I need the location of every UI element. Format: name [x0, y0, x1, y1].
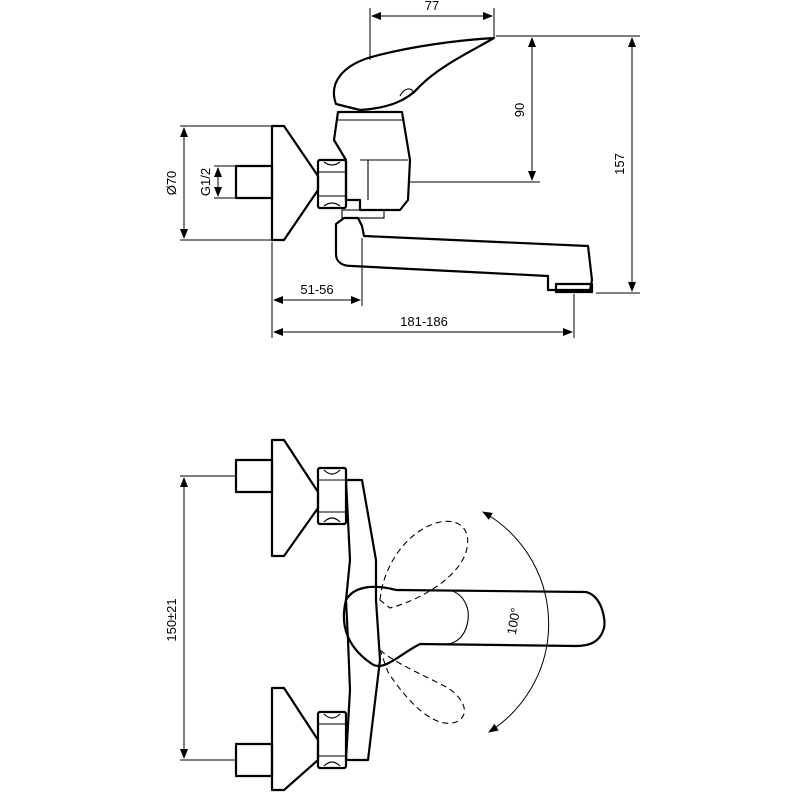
- top-lower-hex-nut: [316, 710, 348, 770]
- dim-label-100deg: 100°: [504, 607, 523, 636]
- dim-label-150-21: 150±21: [164, 598, 179, 641]
- side-mixer-body: [332, 110, 412, 219]
- side-aerator: [554, 282, 594, 294]
- top-lever-angle-arc: [482, 511, 550, 733]
- dim-label-77: 77: [425, 0, 439, 13]
- top-view: 100° 150±21: [164, 438, 606, 792]
- side-lever-handle: [332, 36, 496, 112]
- top-lower-wall-flange: [270, 686, 320, 792]
- top-mixer-body: [344, 478, 382, 762]
- top-lever-ghost-up: [379, 520, 469, 609]
- side-spout: [334, 216, 594, 292]
- top-lever-handle: [342, 585, 606, 667]
- dim-label-157: 157: [612, 153, 627, 175]
- side-wall-flange: [270, 124, 320, 242]
- side-view: 77 90 157 Ø70 G1/2 51-56 181-186: [164, 0, 640, 338]
- dim-label-o70: Ø70: [164, 171, 179, 196]
- side-inlet-connector: [234, 164, 274, 200]
- top-lower-inlet-connector: [234, 742, 274, 778]
- side-hex-nut: [316, 158, 348, 210]
- dim-label-181-186: 181-186: [400, 314, 448, 329]
- top-lever-ghost-down: [379, 649, 465, 724]
- top-upper-hex-nut: [316, 466, 348, 526]
- dim-label-90: 90: [512, 103, 527, 117]
- dim-label-51-56: 51-56: [300, 282, 333, 297]
- top-upper-wall-flange: [270, 438, 320, 558]
- dim-label-g12: G1/2: [198, 168, 213, 196]
- top-upper-inlet-connector: [234, 458, 274, 494]
